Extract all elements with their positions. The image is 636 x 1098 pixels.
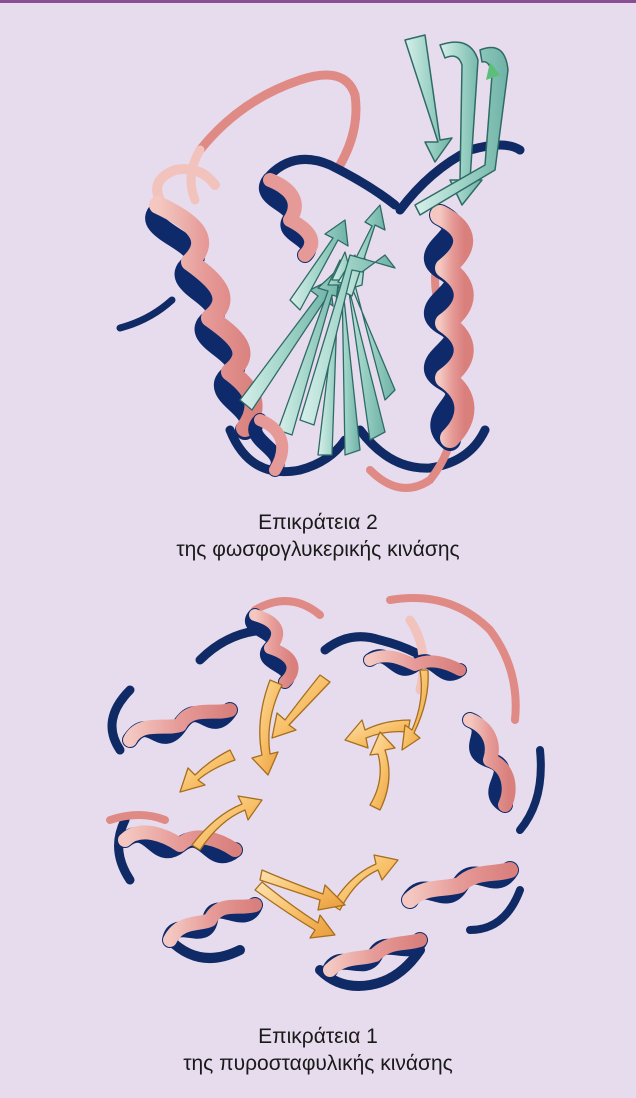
alpha-helix-right <box>435 215 465 440</box>
caption-bottom-line1: Επικράτεια 1 <box>0 1023 636 1050</box>
panel-pyruvate-kinase: Επικράτεια 1 της πυροσταφυλικής κινάσης <box>0 570 636 1098</box>
alpha-helix-left <box>155 205 253 430</box>
protein-structure-top <box>0 0 636 500</box>
alpha-helix-ring <box>125 615 510 970</box>
caption-bottom: Επικράτεια 1 της πυροσταφυλικής κινάσης <box>0 1023 636 1077</box>
protein-structure-bottom <box>0 570 636 1020</box>
caption-top-line1: Επικράτεια 2 <box>0 509 636 536</box>
alpha-helix-upper <box>267 180 311 255</box>
caption-top: Επικράτεια 2 της φωσφογλυκερικής κινάσης <box>0 509 636 563</box>
caption-bottom-line2: της πυροσταφυλικής κινάσης <box>0 1050 636 1077</box>
caption-top-line2: της φωσφογλυκερικής κινάσης <box>0 536 636 563</box>
panel-phosphoglycerate-kinase: Επικράτεια 2 της φωσφογλυκερικής κινάσης <box>0 0 636 570</box>
